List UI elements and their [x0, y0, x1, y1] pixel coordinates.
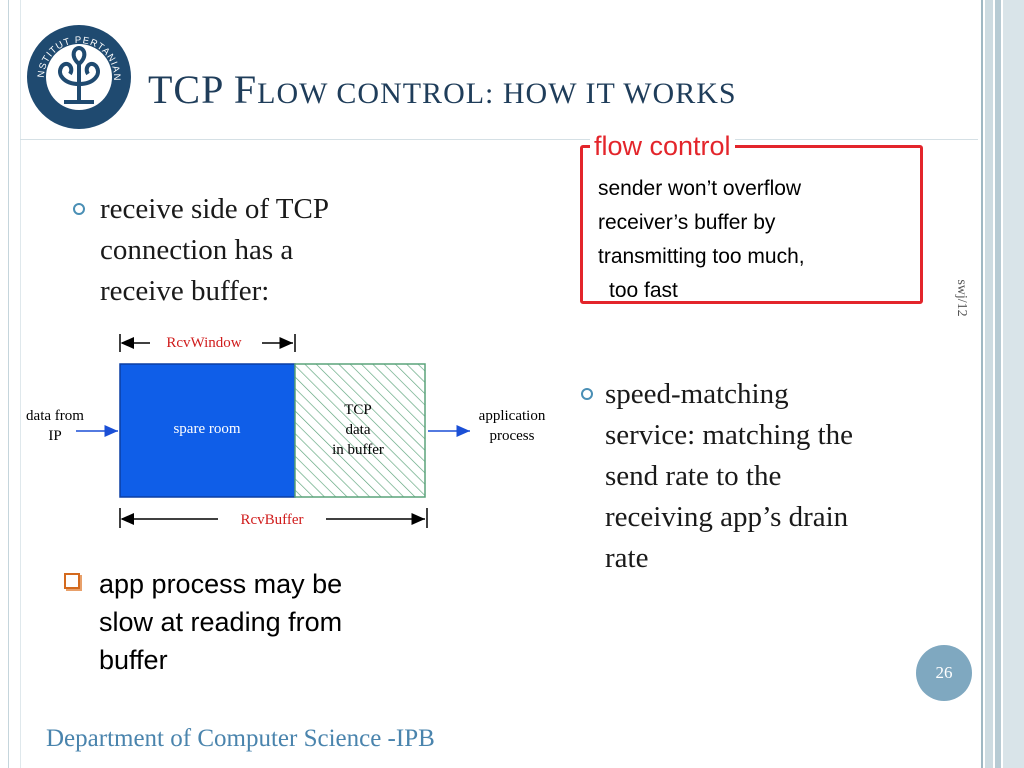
footer-department: Department of Computer Science -IPB — [46, 725, 435, 752]
tcp-data-label-3: in buffer — [332, 442, 384, 458]
speed-point-line: receiving app’s drain — [605, 501, 849, 533]
bullet-circle-icon — [73, 203, 85, 215]
right-stripe — [995, 0, 1001, 768]
tcp-data-label-1: TCP — [344, 402, 372, 418]
right-stripe — [981, 0, 983, 768]
speed-point-line: rate — [605, 542, 649, 574]
author-side-text: swj/12 — [954, 279, 969, 317]
application-label-1: application — [479, 408, 546, 424]
app-point-line: slow at reading from — [99, 607, 343, 637]
speed-point-line: send rate to the — [605, 460, 782, 492]
flow-control-definition: sender won’t overflow receiver’s buffer … — [598, 172, 908, 308]
right-stripe — [985, 0, 993, 768]
speed-point-line: service: matching the — [605, 419, 854, 451]
bullet-line: receive side of TCP — [100, 193, 329, 225]
bullet-line: receive buffer: — [100, 275, 270, 307]
content-frame-line — [20, 0, 21, 768]
flow-control-box — [580, 145, 923, 304]
right-stripe — [1003, 0, 1024, 768]
rcvbuffer-label: RcvBuffer — [240, 512, 303, 528]
rcvwindow-label: RcvWindow — [166, 335, 241, 351]
title-divider — [20, 139, 978, 140]
data-from-ip-label-2: IP — [48, 428, 61, 444]
speed-matching-point: speed-matching service: matching the sen… — [605, 374, 965, 579]
author-side-label: swj/12 — [946, 268, 976, 328]
application-label-2: process — [490, 428, 535, 444]
slide-title: TCP Flow control: how it works — [148, 66, 737, 113]
title-rest: low control: how it works — [257, 77, 737, 110]
data-from-ip-label-1: data from — [26, 408, 84, 424]
app-point-line: buffer — [99, 645, 168, 675]
bullet-receive-side: receive side of TCP connection has a rec… — [100, 189, 329, 312]
flow-control-title: flow control — [590, 130, 735, 162]
bullet-line: connection has a — [100, 234, 294, 266]
square-bullet-icon — [64, 573, 80, 589]
receive-buffer-diagram: RcvWindow spare room TCP data in buffer … — [26, 334, 546, 528]
bullet-circle-icon — [581, 388, 593, 400]
flow-box-line: receiver’s buffer by — [598, 211, 776, 234]
flow-box-line: transmitting too much, — [598, 245, 805, 268]
speed-point-line: speed-matching — [605, 378, 789, 410]
page-number-badge: 26 — [916, 645, 972, 701]
flow-box-line: too fast — [609, 279, 678, 302]
title-first: TCP F — [148, 67, 258, 112]
app-process-point: app process may be slow at reading from … — [99, 565, 419, 679]
left-frame-line — [8, 0, 9, 768]
tcp-data-label-2: data — [346, 422, 371, 438]
flow-box-line: sender won’t overflow — [598, 177, 802, 200]
app-point-line: app process may be — [99, 569, 343, 599]
tcp-data-block — [294, 363, 426, 498]
spare-room-block — [119, 363, 296, 498]
ipb-logo: INSTITUT PERTANIAN BOGOR — [24, 22, 131, 129]
spare-room-label: spare room — [173, 421, 240, 437]
